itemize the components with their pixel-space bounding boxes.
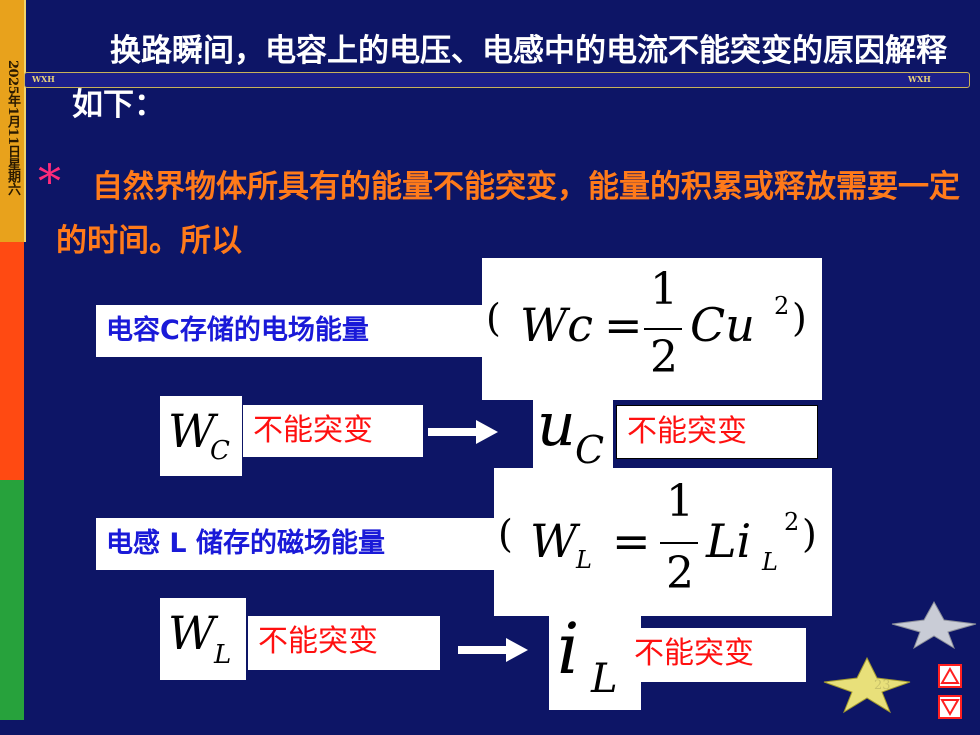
capacitor-formula-lhs: Wc xyxy=(520,298,594,352)
header-left-tag: WXH xyxy=(32,74,55,84)
inductor-energy-note-box: 不能突变 xyxy=(248,616,440,670)
capacitor-formula-den: 2 xyxy=(650,332,678,383)
inductor-energy-note: 不能突变 xyxy=(258,624,378,659)
sidebar-strip-green xyxy=(0,480,24,720)
inductor-energy-sub: L xyxy=(214,640,232,670)
inductor-formula-open: ( xyxy=(498,512,513,556)
capacitor-energy-note: 不能突变 xyxy=(253,413,373,448)
sidebar-strip-orange xyxy=(0,0,26,242)
capacitor-energy-note-box: 不能突变 xyxy=(243,405,423,457)
capacitor-formula-num: 1 xyxy=(650,264,678,315)
capacitor-fraction-bar xyxy=(644,328,682,330)
inductor-var-sub: L xyxy=(591,656,618,702)
inductor-right-arrow-icon xyxy=(458,638,528,662)
inductor-energy-symbol-box: W L xyxy=(160,598,246,680)
inductor-formula-lhs: W xyxy=(530,514,578,568)
inductor-var-symbol-box: i L xyxy=(549,608,641,710)
triangle-up-icon xyxy=(940,666,960,684)
inductor-label-box: 电感 L 储存的磁场能量 xyxy=(96,518,496,570)
capacitor-var-sub: C xyxy=(575,428,605,472)
gold-star-icon xyxy=(823,656,911,714)
inductor-formula-eq: = xyxy=(612,514,651,568)
triangle-down-icon xyxy=(940,699,960,717)
silver-star-icon xyxy=(891,600,977,650)
capacitor-right-arrow-icon xyxy=(428,420,498,444)
capacitor-var-symbol-box: u C xyxy=(533,390,613,476)
capacitor-var-note-box: 不能突变 xyxy=(616,405,818,459)
capacitor-formula-rhs: Cu xyxy=(690,298,755,352)
capacitor-energy-symbol-box: W C xyxy=(160,396,242,476)
inductor-label: 电感 L 储存的磁场能量 xyxy=(106,528,386,559)
capacitor-formula-eq: = xyxy=(604,298,643,352)
inductor-formula-lhs-sub: L xyxy=(576,546,592,574)
page-number: 23 xyxy=(874,678,891,693)
inductor-energy-symbol: W xyxy=(168,606,216,660)
inductor-formula-box: ( W L = 1 2 Li L 2 ) xyxy=(494,468,832,616)
capacitor-label: 电容C存储的电场能量 xyxy=(106,315,369,346)
capacitor-var-note: 不能突变 xyxy=(627,414,747,449)
inductor-fraction-bar xyxy=(660,542,698,544)
next-slide-button[interactable] xyxy=(938,695,962,719)
slide-title: 换路瞬间，电容上的电压、电感中的电流不能突变的原因解释如下： xyxy=(72,33,947,123)
inductor-formula-den: 2 xyxy=(666,548,694,599)
inductor-formula-close: ) xyxy=(802,512,817,556)
inductor-var-note: 不能突变 xyxy=(634,636,754,671)
capacitor-var-symbol: u xyxy=(537,390,576,460)
prev-slide-button[interactable] xyxy=(938,664,962,688)
capacitor-label-box: 电容C存储的电场能量 xyxy=(96,305,486,357)
capacitor-formula-exp: 2 xyxy=(774,292,790,320)
inductor-formula-rhs-sub: L xyxy=(762,548,778,576)
bullet-text: 自然界物体所具有的能量不能突变，能量的积累或释放需要一定的时间。所以 xyxy=(56,169,960,259)
capacitor-energy-sub: C xyxy=(210,436,230,466)
capacitor-formula-box: ( Wc = 1 2 Cu 2 ) xyxy=(482,258,822,400)
header-right-tag: WXH xyxy=(908,74,931,84)
capacitor-formula-open: ( xyxy=(486,296,501,340)
header-bar xyxy=(24,72,970,88)
sidebar-strip-red xyxy=(0,242,24,480)
inductor-var-note-box: 不能突变 xyxy=(626,628,806,682)
bullet-star-icon: * xyxy=(38,154,61,208)
sidebar-date: 2025年1月11日星期六 xyxy=(5,60,20,195)
inductor-formula-exp: 2 xyxy=(784,508,800,536)
inductor-formula-num: 1 xyxy=(666,476,694,527)
capacitor-formula-close: ) xyxy=(792,296,807,340)
capacitor-energy-symbol: W xyxy=(168,404,216,458)
inductor-var-symbol: i xyxy=(557,608,580,690)
inductor-formula-rhs: Li xyxy=(706,514,752,568)
